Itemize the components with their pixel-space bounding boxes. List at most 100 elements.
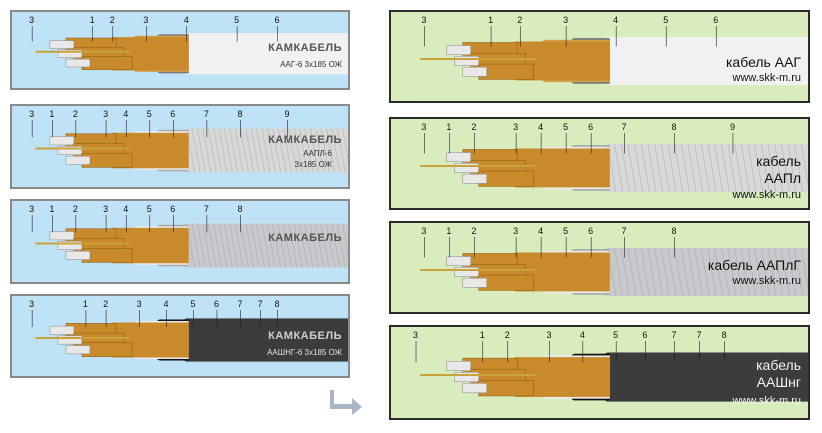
layer-number: 1: [49, 109, 54, 119]
cable-name: кабель ААПлГ: [707, 257, 801, 273]
sheath-texture-line: [700, 143, 710, 193]
sheath-texture-line: [781, 247, 790, 297]
outer-sheath: [186, 128, 348, 173]
layer-number: 6: [214, 299, 219, 309]
sheath-texture-line: [331, 128, 341, 173]
sheath-texture-line: [747, 247, 757, 297]
sheath-texture-line: [218, 223, 228, 268]
cable-marking-line2: 3x185 ОЖ: [294, 160, 332, 169]
sheath-texture-line: [774, 143, 783, 193]
layer-number: 6: [170, 109, 175, 119]
aluminium-conductor: [65, 58, 91, 68]
sheath-texture-line: [667, 247, 677, 297]
sheath-texture-line: [213, 128, 222, 173]
sheath-texture-line: [714, 247, 723, 297]
sheath-texture-line: [660, 247, 670, 297]
layer-number: 1: [90, 15, 95, 25]
layer-number: 1: [446, 122, 451, 132]
layer-number: 4: [123, 109, 128, 119]
layer-number: 1: [488, 15, 493, 25]
sheath-texture-line: [674, 247, 683, 297]
layer-number: 3: [137, 299, 142, 309]
aluminium-conductor: [57, 241, 83, 250]
sheath-texture-line: [288, 223, 298, 268]
sheath-texture-line: [277, 128, 287, 173]
sheath-texture-line: [272, 128, 282, 173]
sheath-texture-line: [202, 223, 212, 268]
sheath-texture-line: [640, 143, 650, 193]
cable-name-line2: ААШнг: [756, 374, 801, 390]
sheath-texture-line: [331, 223, 341, 268]
sheath-texture-line: [197, 223, 206, 268]
sheath-texture-line: [277, 223, 287, 268]
aluminium-conductor: [49, 325, 75, 335]
sheath-texture-line: [207, 128, 217, 173]
aluminium-conductor: [454, 372, 479, 383]
layer-number: 7: [697, 330, 702, 340]
sheath-texture-line: [261, 223, 271, 268]
aluminium-conductor: [454, 56, 479, 66]
conductor-insulation: [478, 274, 535, 291]
sheath-texture-line: [336, 223, 346, 268]
sheath-texture-line: [660, 143, 670, 193]
layer-number: 7: [204, 204, 209, 214]
layer-number: 2: [73, 204, 78, 214]
sheath-texture-line: [234, 128, 244, 173]
aluminium-conductor: [65, 155, 91, 165]
layer-number: 1: [49, 204, 54, 214]
sheath-texture-line: [720, 143, 730, 193]
sheath-texture-line: [191, 223, 201, 268]
layer-number: 2: [517, 15, 522, 25]
sheath-texture-line: [299, 223, 308, 268]
sheath-texture-line: [202, 128, 212, 173]
layer-number: 6: [713, 15, 718, 25]
sheath-texture-line: [734, 247, 743, 297]
conductor-insulation: [478, 63, 535, 80]
sheath-texture-line: [245, 223, 255, 268]
layer-number: 3: [103, 204, 108, 214]
sheath-texture-line: [640, 247, 650, 297]
layer-number: 6: [588, 122, 593, 132]
layer-number: 3: [513, 226, 518, 236]
sheath-texture-line: [229, 128, 239, 173]
sheath-texture-line: [794, 247, 803, 297]
site-url: www.skk-m.ru: [732, 395, 801, 407]
sheath-texture-line: [720, 247, 730, 297]
cable-name-line1: кабель: [756, 153, 801, 169]
layer-number: 9: [730, 122, 735, 132]
aluminium-conductor: [49, 136, 75, 146]
layer-number: 8: [237, 109, 242, 119]
layer-number: 5: [563, 122, 568, 132]
layer-number: 5: [147, 204, 152, 214]
sheath-texture-line: [310, 223, 319, 268]
cable-marking: ААГ-6 3x185 ОЖ: [280, 60, 342, 69]
layer-number: 5: [563, 226, 568, 236]
layer-number: 9: [285, 109, 290, 119]
layer-number: 2: [103, 299, 108, 309]
layer-number: 8: [672, 122, 677, 132]
layer-number: 3: [563, 15, 568, 25]
sheath-texture-line: [326, 128, 335, 173]
layer-number: 4: [538, 122, 543, 132]
sheath-texture-line: [620, 247, 630, 297]
sheath-texture-line: [687, 247, 697, 297]
sheath-texture-line: [191, 128, 201, 173]
layer-number: 8: [672, 226, 677, 236]
layer-number: 4: [184, 15, 189, 25]
layer-number: 2: [505, 330, 510, 340]
sheath-texture-line: [342, 128, 348, 160]
sheath-texture-line: [667, 143, 677, 193]
layer-number: 6: [642, 330, 647, 340]
sheath-texture-line: [310, 128, 319, 173]
aluminium-conductor: [446, 361, 471, 371]
sheath-texture-line: [213, 223, 222, 268]
cable-marking-line1: ААПЛ-6: [303, 149, 332, 158]
layer-number: 5: [613, 330, 618, 340]
sheath-texture-line: [320, 223, 330, 268]
